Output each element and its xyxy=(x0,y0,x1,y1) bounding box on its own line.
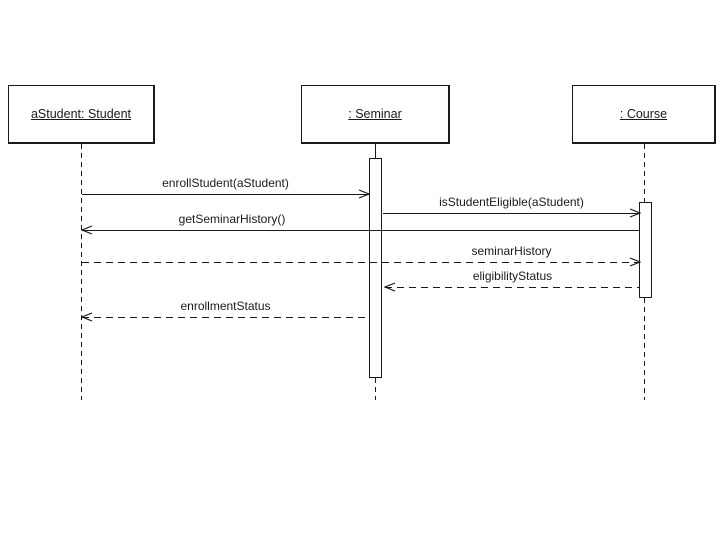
activation-bar-course xyxy=(639,202,652,298)
message-line-eligibilitystatus xyxy=(385,287,640,288)
arrowhead-left-icon xyxy=(384,282,396,292)
object-box-course: : Course xyxy=(572,85,716,144)
lifeline-seminar-lower xyxy=(375,378,376,400)
message-label-enrollmentstatus: enrollmentStatus xyxy=(180,299,271,313)
arrowhead-left-icon xyxy=(81,312,93,322)
message-label-getseminarhistory: getSeminarHistory() xyxy=(178,212,286,226)
arrowhead-left-icon xyxy=(81,225,93,235)
message-line-enrollmentstatus xyxy=(82,317,369,318)
message-line-getseminarhistory xyxy=(82,230,640,231)
message-line-seminarhistory xyxy=(82,262,640,263)
object-box-seminar: : Seminar xyxy=(301,85,450,144)
lifeline-course-lower xyxy=(644,298,645,400)
message-label-isstudenteligible: isStudentEligible(aStudent) xyxy=(439,195,584,209)
activation-bar-seminar xyxy=(369,158,382,378)
object-label-student: aStudent: Student xyxy=(30,107,132,121)
message-line-isstudenteligible xyxy=(383,213,640,214)
lifeline-seminar-stub xyxy=(375,144,376,158)
message-line-enrollstudent xyxy=(82,194,369,195)
lifeline-course-upper xyxy=(644,144,645,202)
object-box-student: aStudent: Student xyxy=(8,85,155,144)
arrowhead-right-icon xyxy=(629,257,641,267)
arrowhead-right-icon xyxy=(629,208,641,218)
message-label-eligibilitystatus: eligibilityStatus xyxy=(472,269,553,283)
lifeline-student xyxy=(81,144,82,400)
object-label-seminar: : Seminar xyxy=(348,107,402,121)
message-label-seminarhistory: seminarHistory xyxy=(471,244,552,258)
object-label-course: : Course xyxy=(619,107,668,121)
message-label-enrollstudent: enrollStudent(aStudent) xyxy=(162,176,289,190)
arrowhead-right-icon xyxy=(358,189,370,199)
